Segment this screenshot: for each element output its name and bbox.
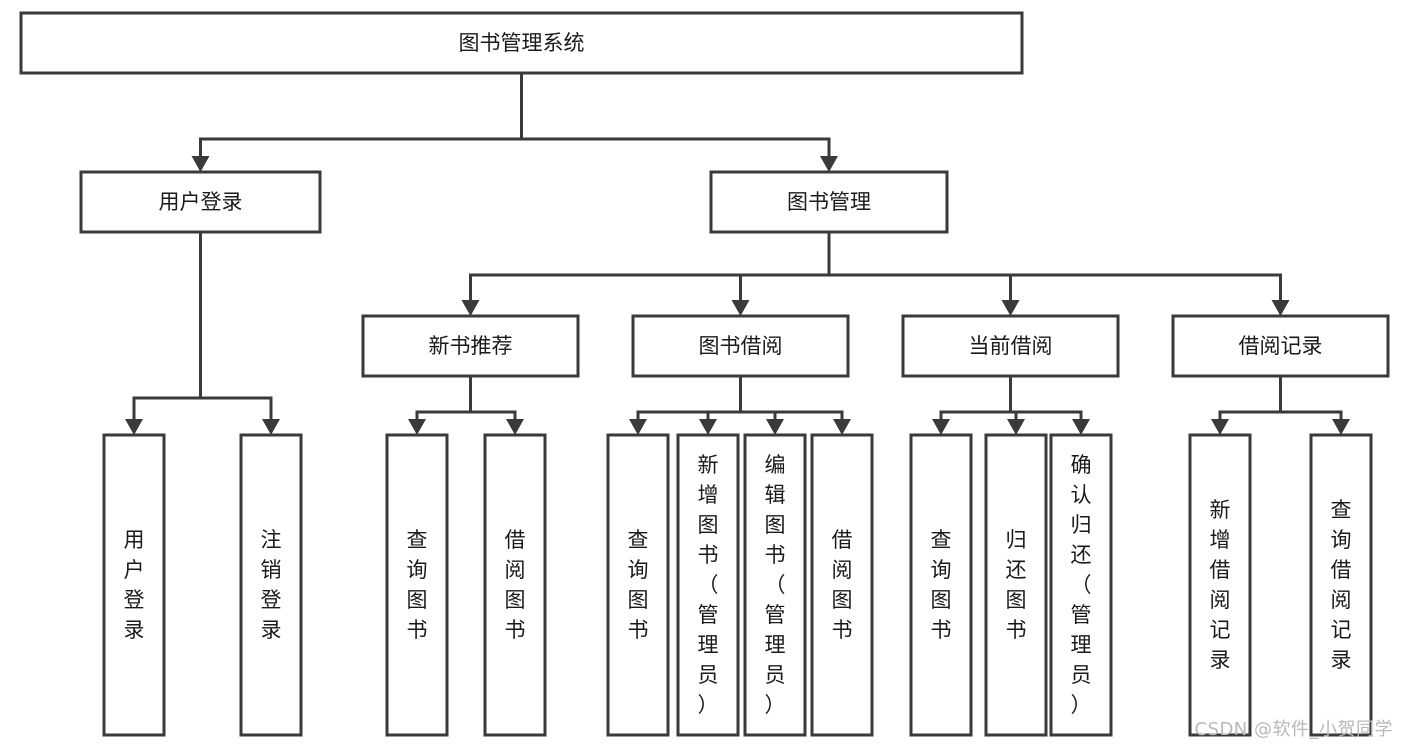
watermark-text: CSDN @软件_小贺同学 <box>1194 719 1393 740</box>
arrow-head-icon <box>932 419 950 435</box>
node-leaf-edit-book-admin[interactable]: 编辑图书（管理员） <box>743 433 807 737</box>
connector-layer <box>125 71 1350 435</box>
node-box-leaf-user-login <box>102 433 166 737</box>
node-box-leaf-query-borrow-record <box>1309 433 1373 737</box>
node-box-leaf-borrow-book-bb <box>810 433 874 737</box>
arrow-head-icon <box>1332 419 1350 435</box>
node-box-root <box>19 11 1024 75</box>
node-leaf-logout-login[interactable]: 注销登录 <box>239 433 303 737</box>
node-box-leaf-edit-book-admin <box>743 433 807 737</box>
node-label-root: 图书管理系统 <box>459 31 585 55</box>
arrow-head-icon <box>699 419 717 435</box>
arrow-head-icon <box>820 156 838 172</box>
arrow-head-icon <box>461 300 480 316</box>
node-label-leaf-edit-book-admin: 编辑图书（管理员） <box>765 453 786 717</box>
node-box-leaf-add-borrow-record <box>1188 433 1252 737</box>
arrow-head-icon <box>262 419 280 435</box>
arrow-head-icon <box>1271 300 1290 316</box>
arrow-head-icon <box>629 419 647 435</box>
arrow-head-icon <box>506 419 524 435</box>
arrow-head-icon <box>1072 419 1090 435</box>
node-label-book-manage: 图书管理 <box>787 190 871 214</box>
node-label-borrow-record: 借阅记录 <box>1239 334 1323 358</box>
node-label-user-login: 用户登录 <box>159 190 243 214</box>
node-label-leaf-logout-login: 注销登录 <box>261 528 282 642</box>
node-leaf-query-borrow-record[interactable]: 查询借阅记录 <box>1309 433 1373 737</box>
node-box-leaf-return-book <box>984 433 1048 737</box>
node-box-leaf-logout-login <box>239 433 303 737</box>
node-label-leaf-add-book-admin: 新增图书（管理员） <box>698 453 719 717</box>
node-leaf-query-book-nbr[interactable]: 查询图书 <box>385 433 449 737</box>
node-layer: 图书管理系统用户登录图书管理新书推荐图书借阅当前借阅借阅记录用户登录注销登录查询… <box>19 11 1390 737</box>
arrow-head-icon <box>766 419 784 435</box>
node-leaf-borrow-book-nbr[interactable]: 借阅图书 <box>483 433 547 737</box>
arrow-head-icon <box>833 419 851 435</box>
node-label-leaf-query-book-bb: 查询图书 <box>628 528 649 642</box>
node-leaf-query-book-cb[interactable]: 查询图书 <box>909 433 973 737</box>
node-label-leaf-borrow-book-bb: 借阅图书 <box>832 528 853 642</box>
node-box-leaf-query-book-cb <box>909 433 973 737</box>
node-label-leaf-add-borrow-record: 新增借阅记录 <box>1210 498 1231 672</box>
arrow-head-icon <box>1001 300 1020 316</box>
node-leaf-confirm-return-admin[interactable]: 确认归还（管理员） <box>1049 433 1113 737</box>
node-leaf-user-login[interactable]: 用户登录 <box>102 433 166 737</box>
node-label-current-borrow: 当前借阅 <box>969 334 1053 358</box>
node-user-login[interactable]: 用户登录 <box>79 170 322 234</box>
node-leaf-return-book[interactable]: 归还图书 <box>984 433 1048 737</box>
node-label-leaf-query-borrow-record: 查询借阅记录 <box>1331 498 1352 672</box>
arrow-head-icon <box>191 156 210 172</box>
node-leaf-add-borrow-record[interactable]: 新增借阅记录 <box>1188 433 1252 737</box>
node-label-leaf-return-book: 归还图书 <box>1006 528 1027 642</box>
node-root[interactable]: 图书管理系统 <box>19 11 1024 75</box>
node-box-borrow-record <box>1171 314 1390 378</box>
node-box-current-borrow <box>901 314 1120 378</box>
node-box-book-borrow <box>631 314 850 378</box>
node-label-leaf-user-login: 用户登录 <box>124 528 145 642</box>
arrow-head-icon <box>125 419 143 435</box>
arrow-head-icon <box>1211 419 1229 435</box>
node-leaf-borrow-book-bb[interactable]: 借阅图书 <box>810 433 874 737</box>
node-box-leaf-query-book-nbr <box>385 433 449 737</box>
node-label-leaf-borrow-book-nbr: 借阅图书 <box>505 528 526 642</box>
node-new-book-recommend[interactable]: 新书推荐 <box>361 314 580 378</box>
node-leaf-add-book-admin[interactable]: 新增图书（管理员） <box>676 433 740 737</box>
node-label-leaf-query-book-cb: 查询图书 <box>931 528 952 642</box>
node-book-borrow[interactable]: 图书借阅 <box>631 314 850 378</box>
node-label-book-borrow: 图书借阅 <box>699 334 783 358</box>
node-box-leaf-borrow-book-nbr <box>483 433 547 737</box>
arrow-head-icon <box>1007 419 1025 435</box>
node-book-manage[interactable]: 图书管理 <box>709 170 949 234</box>
node-label-new-book-recommend: 新书推荐 <box>429 334 513 358</box>
arrow-head-icon <box>731 300 750 316</box>
arrow-head-icon <box>408 419 426 435</box>
node-box-leaf-query-book-bb <box>606 433 670 737</box>
node-label-leaf-confirm-return-admin: 确认归还（管理员） <box>1071 453 1092 717</box>
node-box-book-manage <box>709 170 949 234</box>
node-box-user-login <box>79 170 322 234</box>
node-borrow-record[interactable]: 借阅记录 <box>1171 314 1390 378</box>
node-box-leaf-confirm-return-admin <box>1049 433 1113 737</box>
node-current-borrow[interactable]: 当前借阅 <box>901 314 1120 378</box>
node-label-leaf-query-book-nbr: 查询图书 <box>407 528 428 642</box>
node-leaf-query-book-bb[interactable]: 查询图书 <box>606 433 670 737</box>
node-box-leaf-add-book-admin <box>676 433 740 737</box>
node-box-new-book-recommend <box>361 314 580 378</box>
